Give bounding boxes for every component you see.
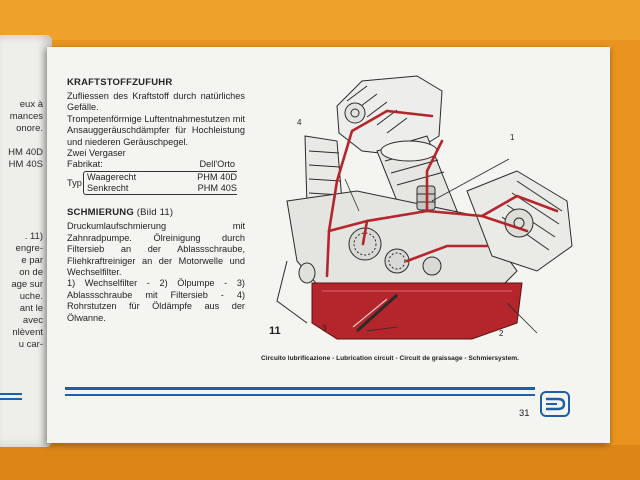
left-page-rule: [0, 393, 22, 395]
lube-paragraph-1: Druckumlaufschmierung mit Zahnradpumpe. …: [67, 221, 245, 278]
fabrikat-label: Fabrikat:: [67, 159, 103, 170]
fuel-heading: KRAFTSTOFFZUFUHR: [67, 77, 173, 88]
footer-rule: [65, 387, 535, 390]
fuel-paragraph-2: Trompetenförmige Luftentnahmestutzen mit…: [67, 113, 245, 147]
left-page-text: u car-: [18, 339, 43, 350]
page-number: 31: [519, 408, 530, 419]
callout-label: 2: [499, 329, 504, 338]
figure-caption: Circuito lubrificazione - Lubrication ci…: [261, 355, 519, 362]
left-page-text: engre-: [15, 243, 43, 254]
typ-label: Typ: [67, 178, 82, 189]
left-page-text: nlèvent: [12, 327, 43, 338]
fuel-paragraph-1: Zufliessen des Kraftstoff durch natürlic…: [67, 91, 245, 113]
lube-heading-ref: (Bild 11): [136, 207, 174, 219]
typ-block: Typ Waagerecht PHM 40D Senkrecht PHM 40S: [67, 171, 245, 196]
typ-row-value: PHM 40S: [197, 183, 237, 194]
left-page-edge: eux à mances onore. HM 40D HM 40S . 11) …: [0, 35, 52, 447]
callout-label: 1: [510, 133, 515, 142]
typ-row-label: Waagerecht: [87, 172, 137, 183]
fabrikat-row: Fabrikat: Dell'Orto: [67, 159, 235, 170]
left-page-text: mances: [9, 111, 43, 122]
manual-page: KRAFTSTOFFZUFUHR Zufliessen des Kraftsto…: [47, 47, 610, 443]
left-page-text: e par: [21, 255, 43, 266]
desk-background-bottom: [0, 445, 640, 480]
left-page-text: on de: [19, 267, 43, 278]
left-page-text: . 11): [24, 231, 43, 242]
left-page-text: eux à: [19, 99, 43, 110]
typ-row: Waagerecht PHM 40D: [87, 172, 237, 183]
left-page-text: onore.: [16, 123, 43, 134]
brand-logo-icon: [540, 391, 570, 417]
footer-rule: [65, 394, 535, 396]
left-page-text: age sur: [11, 279, 43, 290]
engine-cutaway-illustration: [276, 75, 573, 340]
typ-row-label: Senkrecht: [87, 183, 129, 194]
text-column: KRAFTSTOFFZUFUHR Zufliessen des Kraftsto…: [67, 77, 245, 324]
lube-paragraph-2: 1) Wechselfilter - 2) Ölpumpe - 3) Ablas…: [67, 278, 245, 323]
desk-background-top: [0, 0, 640, 40]
left-page-text: avec: [22, 315, 43, 326]
lube-heading: SCHMIERUNG: [67, 207, 134, 219]
fuel-paragraph-3: Zwei Vergaser: [67, 148, 126, 159]
typ-brace: Waagerecht PHM 40D Senkrecht PHM 40S: [83, 171, 237, 196]
callout-label: 4: [297, 118, 302, 127]
callout-label: 3: [322, 324, 327, 333]
typ-row: Senkrecht PHM 40S: [87, 183, 237, 194]
typ-row-value: PHM 40D: [197, 172, 237, 183]
lube-heading-line: SCHMIERUNG (Bild 11): [67, 207, 245, 218]
left-page-text: uche.: [19, 291, 43, 302]
left-page-text: HM 40D: [8, 147, 43, 158]
left-page-rule: [0, 398, 22, 400]
fabrikat-value: Dell'Orto: [199, 159, 235, 170]
left-page-text: HM 40S: [8, 159, 43, 170]
figure-number: 11: [269, 325, 281, 337]
left-page-text: ant le: [19, 303, 43, 314]
